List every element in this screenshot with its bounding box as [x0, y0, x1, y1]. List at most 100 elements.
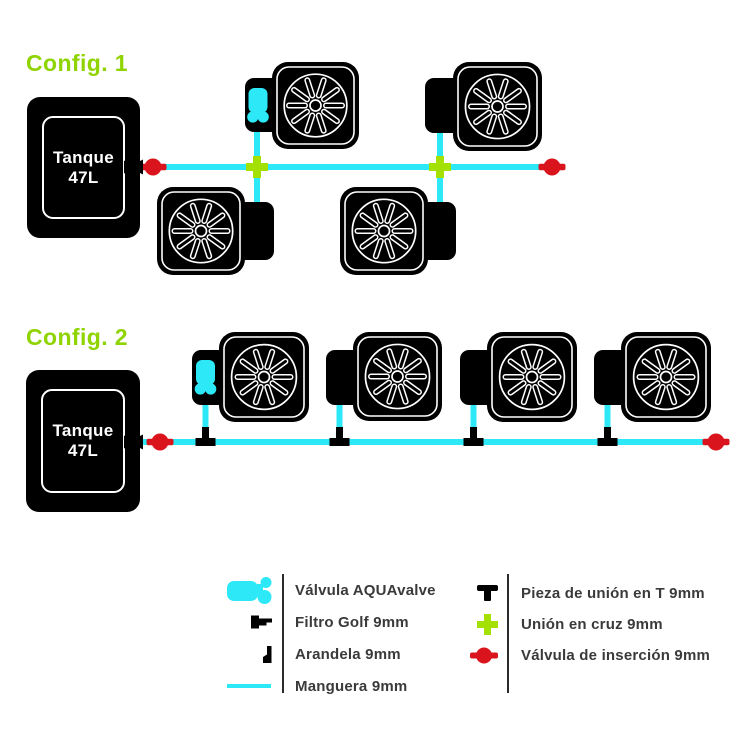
pot-petal-core: [202, 204, 211, 223]
pot-petal-core: [385, 204, 394, 223]
legend-divider-right: [507, 574, 509, 693]
tee-union: [463, 438, 484, 446]
tank: [27, 97, 140, 238]
pot-petal-core: [509, 381, 526, 395]
pot-petal-core: [390, 213, 407, 227]
pot-petal-core: [374, 359, 391, 372]
hose-icon: [221, 683, 273, 689]
legend-divider-left: [282, 574, 284, 693]
pot-petal-core: [292, 88, 309, 101]
pot-rim-circle: [632, 343, 700, 411]
pot-petal-core: [265, 385, 274, 404]
pot-petal-core: [374, 239, 383, 258]
pot-petal-core: [656, 385, 665, 404]
pot-petal-core: [538, 359, 555, 373]
insertion-valve: [707, 433, 725, 451]
aquavalve: [247, 111, 259, 123]
pot-rim-circle: [364, 343, 431, 410]
pot-petal-core: [474, 89, 491, 102]
pot-center-circle: [377, 224, 391, 238]
aquavalve: [194, 383, 206, 395]
pot-petal-core: [292, 110, 309, 123]
legend-row-cross-union: Unión en cruz 9mm: [452, 609, 663, 639]
pot-petal-core: [254, 350, 263, 369]
pot-petal-core: [305, 78, 314, 98]
tank2-label-line1: Tanque: [52, 421, 114, 440]
tank1-label-line1: Tanque: [53, 147, 114, 167]
pot-petal-core: [643, 381, 660, 395]
pot-petal-core: [265, 350, 274, 369]
tank: [26, 370, 140, 512]
washer-fitting: [124, 160, 132, 174]
pot-petal-core: [399, 384, 408, 404]
tank2-label: Tanque 47L: [26, 370, 140, 512]
pot-petal-core: [241, 359, 258, 373]
tee-union-icon: [452, 585, 498, 601]
golf-filter: [135, 434, 143, 450]
pot-petal-core: [499, 114, 508, 134]
legend-label: Arandela 9mm: [295, 645, 401, 663]
tee-union: [329, 438, 350, 446]
pot-petal-core: [374, 381, 391, 394]
pot-petal-core: [499, 79, 508, 99]
cross-union-icon: [452, 613, 498, 635]
tank2-label-line2: 47L: [67, 441, 99, 460]
tee-union: [336, 427, 343, 439]
insertion-valve: [151, 433, 169, 451]
pot-petal-core: [504, 111, 521, 124]
pot-petal-core: [270, 359, 287, 373]
aquavalve: [196, 360, 215, 385]
insertion-valve: [543, 158, 561, 176]
golf-filter-icon: [221, 615, 273, 629]
config1-title: Config. 1: [26, 50, 128, 76]
insertion-valve-icon: [452, 647, 498, 664]
pot-petal-core: [207, 235, 224, 249]
pot-petal-core: [672, 359, 689, 373]
pot-center-circle: [491, 100, 504, 113]
pot-rim-circle: [498, 343, 566, 411]
washer-icon: [221, 645, 273, 663]
pot-petal-core: [241, 381, 258, 395]
pot-petal-core: [305, 113, 314, 133]
pot-petal-core: [474, 111, 491, 124]
pot-petal-core: [207, 213, 224, 227]
pot-center-circle: [194, 224, 208, 238]
legend-row-aquavalve: Válvula AQUAvalve: [221, 575, 436, 605]
pot-petal-core: [317, 78, 326, 98]
pot-petal-core: [361, 235, 378, 249]
config1-diagram: [27, 62, 566, 275]
pot-rim-circle: [351, 198, 417, 264]
washer-fitting: [124, 435, 132, 449]
pot-rim-circle: [230, 343, 298, 411]
aquavalve-icon: [221, 575, 273, 605]
pot-petal-core: [487, 114, 496, 134]
pot-inner-outline: [491, 336, 573, 418]
pot-center-circle: [257, 370, 271, 384]
pot-petal-core: [522, 385, 531, 404]
aquavalve: [257, 111, 269, 123]
pot-petal-core: [509, 359, 526, 373]
pot-inner-outline: [223, 336, 305, 418]
cross-union: [436, 156, 444, 178]
pot-petal-core: [374, 204, 383, 223]
pot-petal-core: [270, 381, 287, 395]
legend-label: Pieza de unión en T 9mm: [521, 584, 705, 602]
tank1-label: Tanque 47L: [27, 97, 140, 238]
pot-inner-outline: [276, 66, 355, 145]
pot-center-circle: [525, 370, 539, 384]
pot-petal-core: [361, 213, 378, 227]
pot-petal-core: [538, 381, 555, 395]
pot-petal-core: [504, 89, 521, 102]
pot-inner-outline: [625, 336, 707, 418]
pot-petal-core: [533, 350, 542, 369]
pot-inner-outline: [457, 66, 538, 147]
pot-petal-core: [643, 359, 660, 373]
tee-union: [202, 427, 209, 439]
legend-row-golf-filter: Filtro Golf 9mm: [221, 607, 409, 637]
tank1-label-line2: 47L: [68, 167, 99, 187]
pot-petal-core: [656, 350, 665, 369]
pot-petal-core: [191, 239, 200, 258]
pot-petal-core: [322, 110, 339, 123]
legend-label: Unión en cruz 9mm: [521, 615, 663, 633]
